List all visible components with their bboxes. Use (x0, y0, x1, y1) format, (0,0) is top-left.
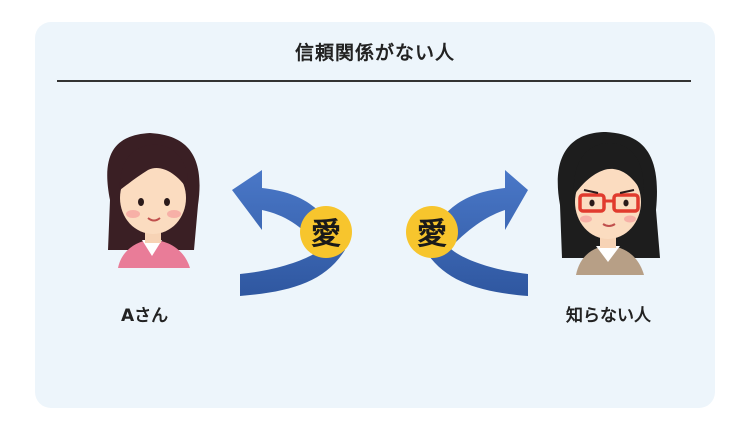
person-label-right: 知らない人 (566, 306, 651, 326)
love-badge-left: 愛 (300, 206, 352, 258)
title-divider (57, 80, 691, 82)
person-label-left: Aさん (121, 306, 169, 326)
love-badge-right-text: 愛 (417, 217, 447, 252)
right-curved-arrow (425, 170, 528, 296)
left-curved-arrow (232, 170, 345, 296)
diagram-title: 信頼関係がない人 (294, 42, 455, 64)
love-badge-left-text: 愛 (311, 217, 341, 252)
woman-pink-shirt-icon (107, 133, 200, 268)
love-badge-right: 愛 (406, 206, 458, 258)
woman-glasses-icon (557, 132, 660, 275)
